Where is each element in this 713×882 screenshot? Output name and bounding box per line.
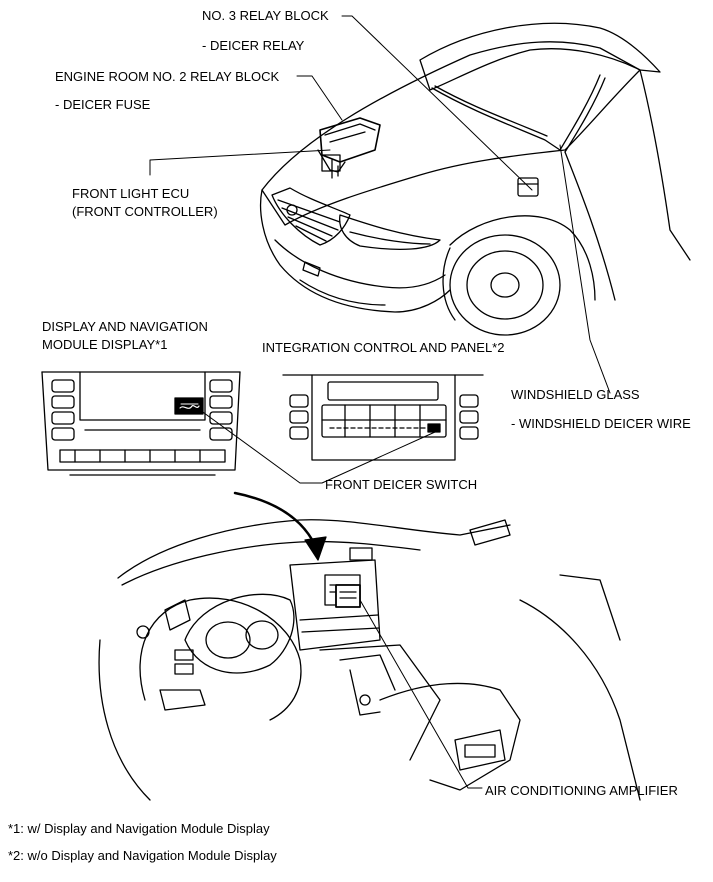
label-engine-room-relay-block-2: ENGINE ROOM NO. 2 RELAY BLOCK bbox=[55, 69, 280, 84]
label-air-conditioning-amplifier: AIR CONDITIONING AMPLIFIER bbox=[485, 783, 678, 798]
label-front-light-ecu: FRONT LIGHT ECU bbox=[72, 186, 190, 201]
display-navigation-panel-illustration bbox=[41, 371, 241, 476]
label-deicer-fuse: - DEICER FUSE bbox=[55, 97, 151, 112]
label-relay-block-3: NO. 3 RELAY BLOCK bbox=[202, 8, 329, 23]
label-integration-control: INTEGRATION CONTROL AND PANEL*2 bbox=[262, 340, 505, 355]
pointer-arrow bbox=[233, 491, 327, 561]
label-front-controller: (FRONT CONTROLLER) bbox=[72, 204, 218, 219]
label-front-deicer-switch: FRONT DEICER SWITCH bbox=[325, 477, 478, 492]
footnote-1: *1: w/ Display and Navigation Module Dis… bbox=[8, 821, 270, 836]
label-windshield-glass: WINDSHIELD GLASS bbox=[511, 387, 640, 402]
car-front-illustration bbox=[259, 22, 691, 336]
leader-lines bbox=[149, 15, 611, 789]
label-deicer-relay: - DEICER RELAY bbox=[202, 38, 305, 53]
label-windshield-deicer-wire: - WINDSHIELD DEICER WIRE bbox=[511, 416, 691, 431]
interior-dashboard-illustration bbox=[98, 519, 641, 801]
footnote-2: *2: w/o Display and Navigation Module Di… bbox=[8, 848, 277, 863]
label-module-display: MODULE DISPLAY*1 bbox=[42, 337, 168, 352]
integration-control-panel-illustration bbox=[282, 374, 484, 461]
label-display-navigation: DISPLAY AND NAVIGATION bbox=[42, 319, 208, 334]
